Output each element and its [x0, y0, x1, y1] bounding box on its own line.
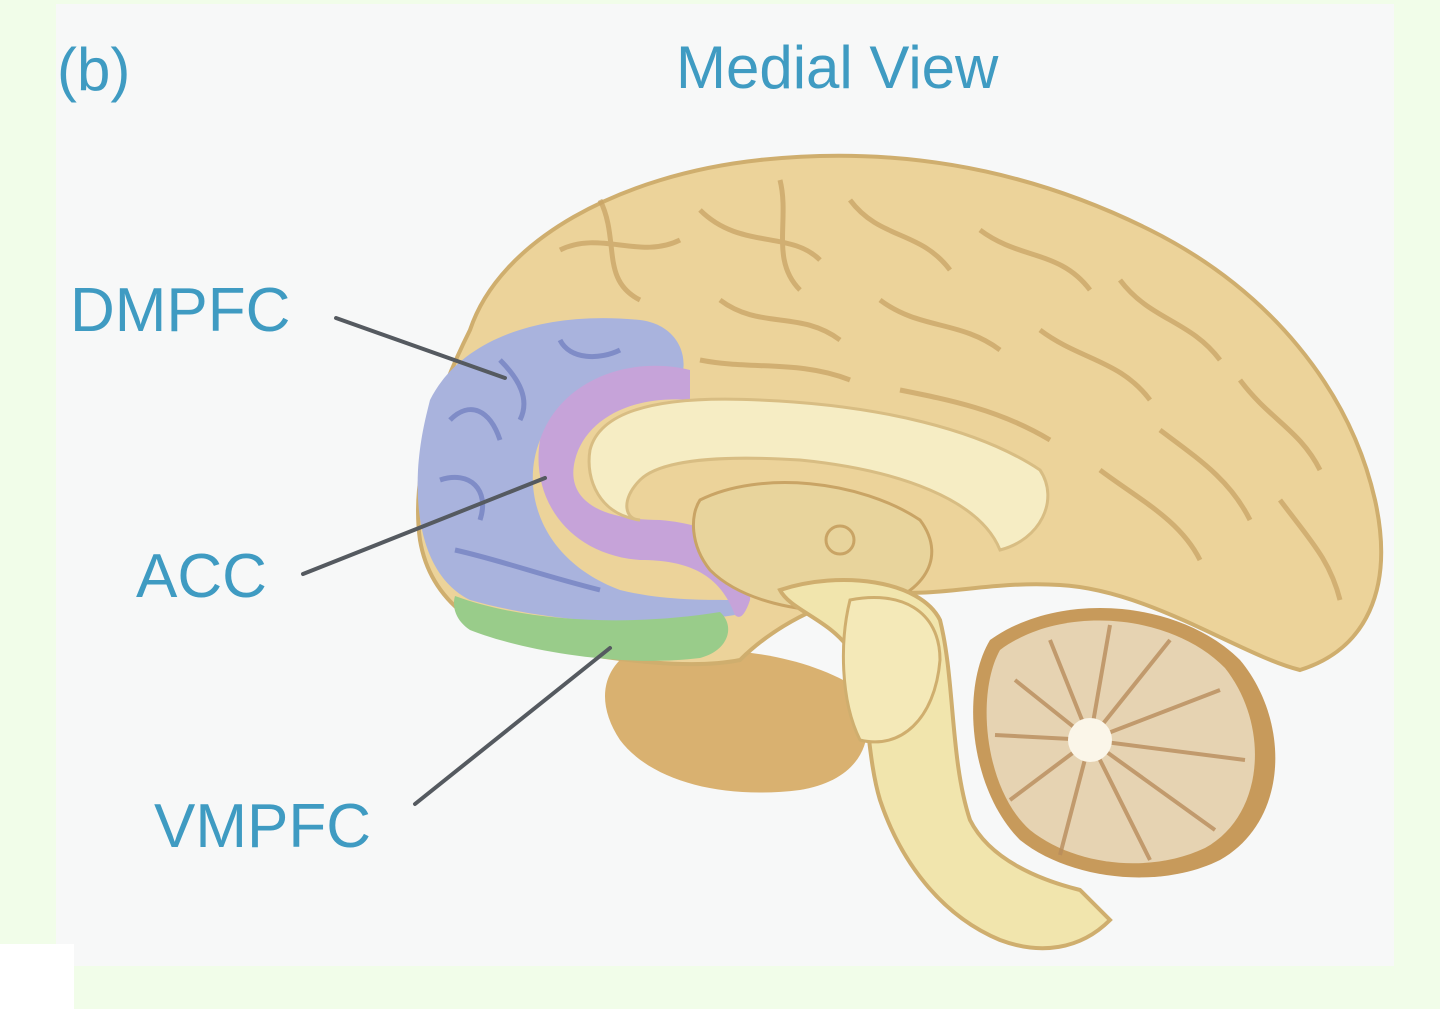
acc-label: ACC: [136, 542, 267, 611]
dmpfc-gyri: [439, 338, 622, 593]
figure-title: Medial View: [676, 34, 999, 101]
acc-region: [538, 365, 751, 617]
dmpfc-leader: [334, 316, 507, 380]
dmpfc-region: [417, 318, 735, 623]
pons: [841, 596, 942, 744]
corner-blank: [0, 944, 74, 1009]
leader-lines: [301, 316, 612, 806]
temporal-region: [605, 650, 868, 793]
acc-leader: [301, 476, 547, 576]
dmpfc-label: DMPFC: [70, 276, 291, 345]
cortex-sulci: [558, 179, 1343, 601]
vmpfc-leader: [413, 646, 612, 806]
corpus-callosum: [587, 397, 1050, 552]
vmpfc-label: VMPFC: [154, 792, 371, 861]
vmpfc-region: [453, 596, 729, 661]
thalamus-mark: [824, 524, 856, 556]
panel-letter: (b): [57, 36, 131, 103]
cerebellum-core: [1068, 718, 1112, 762]
cerebellum: [986, 620, 1255, 864]
